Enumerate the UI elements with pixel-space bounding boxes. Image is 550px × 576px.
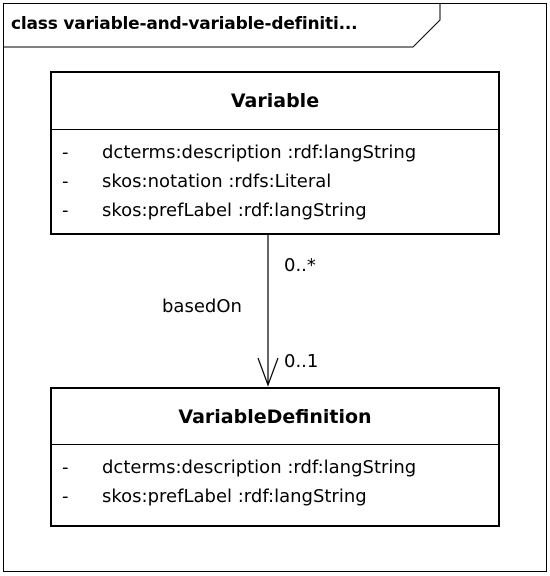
attribute-row: - skos:notation :rdfs:Literal <box>52 167 498 196</box>
attribute-text: dcterms:description :rdf:langString <box>102 142 417 163</box>
attribute-text: dcterms:description :rdf:langString <box>102 457 417 478</box>
attribute-row: - dcterms:description :rdf:langString <box>52 453 498 482</box>
attribute-compartment: - dcterms:description :rdf:langString - … <box>52 130 498 225</box>
source-multiplicity: 0..* <box>284 255 316 276</box>
visibility-marker: - <box>62 142 69 163</box>
diagram-title: class variable-and-variable-definiti... <box>11 14 358 34</box>
diagram-frame <box>3 3 547 572</box>
visibility-marker: - <box>62 457 69 478</box>
association-role-label: basedOn <box>162 296 242 317</box>
attribute-row: - skos:prefLabel :rdf:langString <box>52 482 498 511</box>
attribute-compartment: - dcterms:description :rdf:langString - … <box>52 445 498 511</box>
diagram-frame-tab <box>3 3 441 48</box>
navigability-arrowhead-icon <box>257 357 279 387</box>
attribute-text: skos:prefLabel :rdf:langString <box>102 486 367 507</box>
attribute-text: skos:notation :rdfs:Literal <box>102 171 332 192</box>
attribute-row: - dcterms:description :rdf:langString <box>52 138 498 167</box>
visibility-marker: - <box>62 200 69 221</box>
class-variable[interactable]: Variable - dcterms:description :rdf:lang… <box>50 71 500 235</box>
class-variabledefinition[interactable]: VariableDefinition - dcterms:description… <box>50 387 500 527</box>
class-name: VariableDefinition <box>52 389 498 445</box>
class-name: Variable <box>52 73 498 130</box>
attribute-text: skos:prefLabel :rdf:langString <box>102 200 367 221</box>
attribute-row: - skos:prefLabel :rdf:langString <box>52 196 498 225</box>
visibility-marker: - <box>62 171 69 192</box>
target-multiplicity: 0..1 <box>284 351 319 372</box>
visibility-marker: - <box>62 486 69 507</box>
